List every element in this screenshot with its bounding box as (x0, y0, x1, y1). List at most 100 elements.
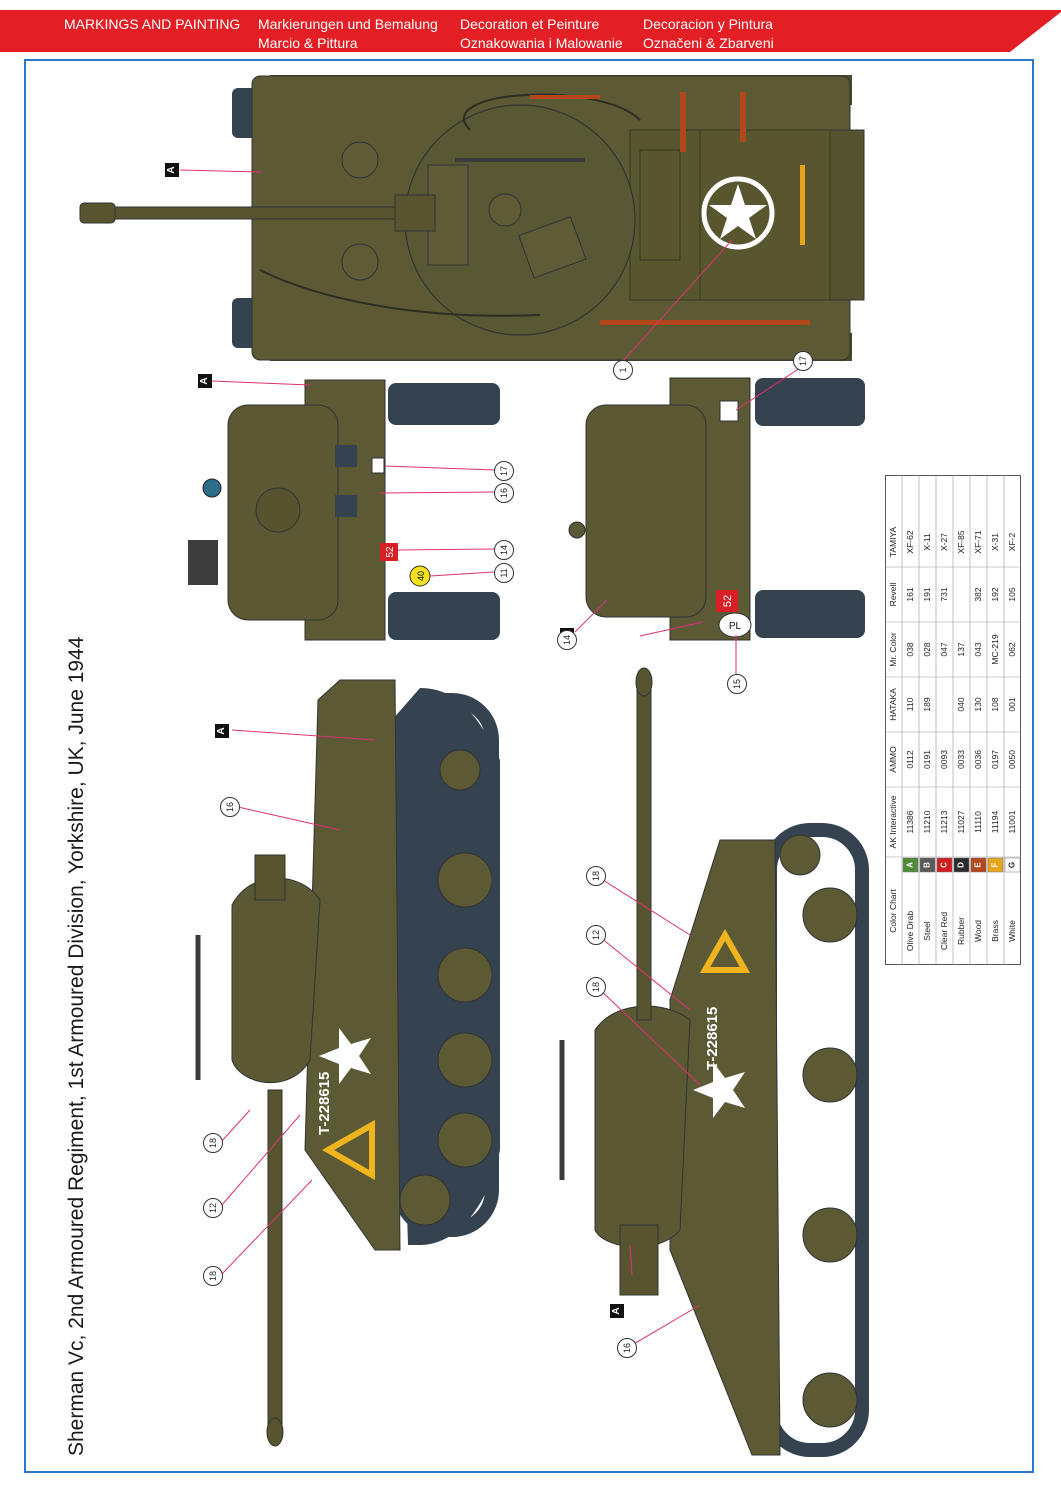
color-code-hataka: 189 (922, 697, 932, 711)
callout-16-rear: 17 (793, 351, 813, 371)
color-swatch-letter: G (1008, 862, 1017, 868)
color-name: White (1007, 920, 1017, 942)
header-title-es: Decoracion y Pintura (643, 16, 773, 32)
color-swatch-letter: F (991, 862, 1000, 867)
color-code-mrcolor: 062 (1007, 642, 1017, 656)
color-code-hataka: 001 (1007, 697, 1017, 711)
color-code-tamiya: X-31 (990, 533, 1000, 551)
color-code-mrcolor: 047 (939, 642, 949, 656)
color-code-ammo: 0033 (956, 750, 966, 769)
color-badge-a-front: A (198, 374, 212, 388)
color-code-tamiya: X-27 (939, 533, 949, 551)
callout-18-side-left: 18 (203, 1266, 223, 1286)
callout-15-front: 16 (494, 483, 514, 503)
header-title-en: MARKINGS AND PAINTING (64, 16, 241, 32)
header-title-de: Markierungen und Bemalung (258, 16, 438, 32)
color-code-ak: 11001 (1007, 810, 1017, 833)
color-code-tamiya: XF-62 (905, 530, 915, 553)
vehicle-title: Sherman Vc, 2nd Armoured Regiment, 1st A… (65, 636, 88, 1456)
color-swatch-letter: A (906, 862, 915, 868)
color-code-ak: 11210 (922, 810, 932, 833)
color-swatch (902, 857, 919, 873)
tank-rear-view: 52 PL (568, 367, 865, 676)
color-code-mrcolor: 038 (905, 642, 915, 656)
tank-top-view (79, 75, 865, 363)
callout-17-side-left: 18 (203, 1133, 223, 1153)
color-code-revell: 191 (922, 587, 932, 601)
color-code-ak: 11386 (905, 810, 915, 833)
color-chart-header: Color Chart (888, 889, 898, 933)
color-code-ammo: 0050 (1007, 750, 1017, 769)
color-chart-header: Mr. Color (888, 632, 898, 667)
color-code-mrcolor: 028 (922, 642, 932, 656)
rear-plate: PL (729, 621, 742, 632)
color-code-ammo: 0093 (939, 750, 949, 769)
color-swatch (987, 857, 1004, 873)
color-code-mrcolor: 043 (973, 642, 983, 656)
color-name: Rubber (956, 917, 966, 945)
color-code-mrcolor: 137 (956, 642, 966, 656)
header-band-shape (0, 10, 1061, 52)
color-code-tamiya: X-11 (922, 533, 932, 551)
rear-tactical-number: 52 (722, 595, 734, 607)
color-code-revell: 731 (939, 587, 949, 601)
color-code-ak: 11213 (939, 810, 949, 833)
color-code-revell: 105 (1007, 587, 1017, 601)
color-swatch (1004, 857, 1021, 873)
front-bridge-class: 40 (416, 571, 426, 581)
front-tactical-number: 52 (385, 546, 396, 558)
sheet-frame (24, 59, 1034, 1473)
header-title-cz: Označeni & Zbarveni (643, 35, 774, 51)
color-chart-header: TAMIYA (888, 526, 898, 557)
color-badge-a-top: A (165, 163, 179, 177)
header-title-fr: Decoration et Peinture (460, 16, 600, 32)
color-badge-a-side-left: A (215, 724, 229, 738)
color-swatch-letter: D (957, 862, 966, 868)
color-swatch (953, 857, 970, 873)
callout-16-front: 17 (494, 461, 514, 481)
callout-15-side-right: 16 (617, 1338, 637, 1358)
callout-12-side-left: 12 (203, 1198, 223, 1218)
color-swatch-letter: C (940, 862, 949, 868)
color-code-ak: 11110 (973, 811, 983, 833)
color-code-ammo: 0197 (990, 750, 1000, 769)
tank-side-view-right: T-228615 (559, 667, 869, 1457)
callout-11-front: 11 (494, 563, 514, 583)
header-band: MARKINGS AND PAINTING Markierungen und B… (0, 0, 1061, 56)
color-swatch (970, 857, 987, 873)
color-code-ammo: 0112 (905, 750, 915, 769)
callout-17-side-right: 18 (586, 977, 606, 997)
color-swatch-letter: E (974, 862, 983, 868)
color-code-hataka: 040 (956, 697, 966, 711)
color-code-tamiya: XF-2 (1007, 533, 1017, 552)
callout-1: 1 (613, 360, 633, 380)
color-name: Wood (973, 920, 983, 942)
color-chart-header: AK Interactive (888, 795, 898, 848)
callout-15-side-left: 16 (220, 797, 240, 817)
color-name: Brass (990, 920, 1000, 942)
callout-13-front: 14 (494, 540, 514, 560)
color-swatch (936, 857, 953, 873)
color-code-hataka: 130 (973, 697, 983, 711)
color-code-revell: 192 (990, 587, 1000, 601)
header-title-pl: Oznakowania i Malowanie (460, 35, 623, 51)
color-code-tamiya: XF-71 (973, 530, 983, 553)
callout-14-rear: 15 (727, 674, 747, 694)
color-code-ak: 11027 (956, 810, 966, 833)
color-code-revell: 382 (973, 587, 983, 601)
color-badge-a-side-right: A (610, 1304, 624, 1318)
color-name: Olive Drab (905, 911, 915, 951)
color-code-ak: 11194 (990, 811, 1000, 834)
color-code-ammo: 0191 (922, 750, 932, 769)
callout-18-side-right: 18 (586, 866, 606, 886)
tank-front-view: 52 40 (188, 379, 500, 641)
callout-13-rear: 14 (557, 630, 577, 650)
color-name: Steel (922, 921, 932, 940)
color-code-tamiya: XF-85 (956, 530, 966, 553)
color-name: Clear Red (939, 912, 949, 951)
side-right-serial: T-228615 (704, 1007, 721, 1070)
color-swatch-letter: B (923, 862, 932, 868)
